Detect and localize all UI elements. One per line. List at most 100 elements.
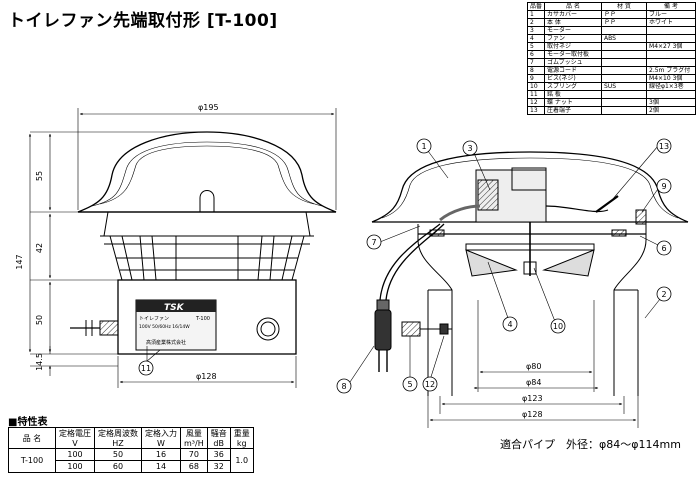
parts-cell: ファン [544, 34, 603, 43]
spec-header-label: 風量 [185, 429, 202, 438]
spec-header-unit: V [72, 439, 78, 448]
dim-bottom-width: φ128 [196, 372, 217, 381]
parts-cell: 2.5m プラグ付 [646, 66, 697, 75]
parts-cell: 1 [526, 10, 546, 19]
spec-cell: 14 [141, 460, 181, 473]
parts-cell: カサカバー [544, 10, 603, 19]
parts-header: 品番 [526, 2, 546, 11]
parts-header: 品 名 [544, 2, 603, 11]
spec-header-label: 騒音 [210, 429, 227, 438]
drawing-title: トイレファン先端取付形 [T-100] [8, 11, 278, 31]
callout-number: 1 [421, 142, 426, 151]
parts-cell [601, 90, 648, 99]
parts-cell: 蝶 ナット [544, 98, 603, 107]
parts-cell: 取付ネジ [544, 42, 603, 51]
callout-leaders [145, 145, 665, 383]
parts-cell: 2 [526, 18, 546, 27]
spec-header-label: 定格電圧 [59, 429, 91, 438]
parts-cell: SUS [601, 82, 648, 91]
front-dimensions [28, 108, 337, 388]
callout-number: 5 [407, 380, 412, 389]
spec-row: 100 60 14 68 32 [9, 460, 254, 473]
dim-top-width: φ195 [198, 103, 219, 112]
callout-number: 7 [371, 238, 376, 247]
parts-cell: 13 [526, 106, 546, 115]
parts-cell: モーター取付板 [544, 50, 603, 59]
parts-cell: ホワイト [646, 18, 697, 27]
callout-number: 10 [553, 322, 563, 331]
parts-cell: モーター [544, 26, 603, 35]
parts-cell: 本 体 [544, 18, 603, 27]
dim-50: 50 [35, 315, 44, 325]
parts-cell: 3 [526, 26, 546, 35]
parts-cell: 電源コード [544, 66, 603, 75]
parts-cell [601, 26, 648, 35]
dim-55: 55 [35, 171, 44, 181]
spec-table-title: ■特性表 [8, 417, 48, 428]
nameplate-name: トイレファン [139, 316, 169, 322]
spec-header-label: 重量 [233, 429, 250, 438]
nameplate-maker: 高須産業株式会社 [146, 339, 186, 346]
spec-header-unit: kg [236, 439, 247, 448]
spec-header-unit: m³/H [184, 439, 204, 448]
spec-cell: 60 [94, 460, 142, 473]
callout-number: 8 [341, 382, 346, 391]
parts-cell [646, 26, 697, 35]
parts-cell: 6 [526, 50, 546, 59]
callout-number: 2 [661, 290, 666, 299]
nameplate-band [136, 300, 216, 312]
spec-header-label: 定格入力 [145, 429, 177, 438]
spec-cell: 70 [180, 448, 208, 461]
parts-cell: ゴムブッシュ [544, 58, 603, 67]
front-view [70, 131, 337, 355]
parts-cell [601, 58, 648, 67]
parts-cell: ＰＰ [601, 10, 648, 19]
parts-cell [601, 50, 648, 59]
callout-numbers: 1 2 3 4 5 6 7 8 9 10 11 12 13 [141, 142, 669, 391]
pipe-note: 適合パイプ 外径：φ84〜φ114mm [500, 438, 681, 451]
parts-cell: 圧着端子 [544, 106, 603, 115]
spec-cell: 32 [206, 460, 231, 473]
spec-cell: 36 [206, 448, 231, 461]
callout-number: 13 [659, 142, 669, 151]
parts-cell [601, 74, 648, 83]
spec-cell: 68 [180, 460, 208, 473]
parts-cell [646, 34, 697, 43]
section-dimensions [427, 300, 639, 428]
spec-weight: 1.0 [229, 448, 254, 473]
dim-d123: φ123 [522, 394, 543, 403]
callout-number: 3 [467, 144, 472, 153]
dim-d128: φ128 [522, 410, 543, 419]
parts-cell: 線径φ1×3巻 [646, 82, 697, 91]
dim-42: 42 [35, 243, 44, 253]
parts-cell: ABS [601, 34, 648, 43]
spec-header-label: 定格周波数 [98, 429, 138, 438]
parts-cell: 9 [526, 74, 546, 83]
spec-header-label: 品 名 [22, 433, 42, 443]
parts-cell: 銘 板 [544, 90, 603, 99]
parts-header-row: 品番 品 名 材 質 備 考 [526, 2, 697, 11]
callout-number: 11 [141, 364, 151, 373]
spec-cell: 16 [141, 448, 181, 461]
parts-cell: 8 [526, 66, 546, 75]
section-view [371, 151, 689, 396]
dim-147: 147 [15, 254, 24, 269]
parts-cell [601, 106, 648, 115]
spec-cell: 50 [94, 448, 142, 461]
